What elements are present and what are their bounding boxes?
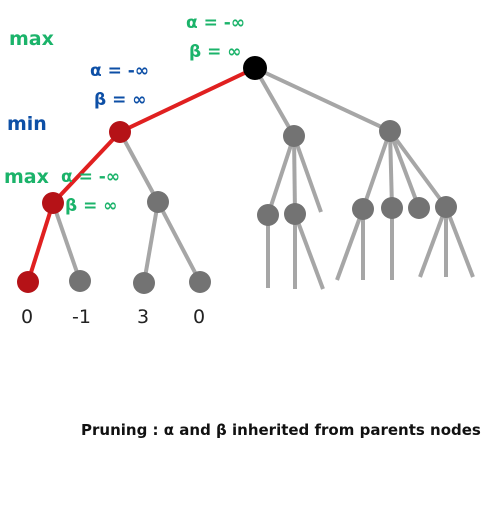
node-leaf3 xyxy=(133,272,155,294)
level-label-max-top: max xyxy=(9,28,54,50)
gray-edges xyxy=(51,66,475,290)
edge-root-to-right xyxy=(254,66,391,133)
level-label-min: min xyxy=(7,113,47,135)
edge-mid-to-c1 xyxy=(266,135,296,216)
edge-max1-to-leaf1 xyxy=(26,202,55,283)
node-mid-c2 xyxy=(284,203,306,225)
caption: Pruning : α and β inherited from parents… xyxy=(81,421,481,439)
edge-root-to-min xyxy=(119,66,256,134)
red-nodes xyxy=(17,121,131,293)
edge-r1-stub-a xyxy=(335,208,365,281)
min-beta-label: β = ∞ xyxy=(94,90,147,110)
min-alpha-label: α = -∞ xyxy=(90,61,149,81)
root-beta-label: β = ∞ xyxy=(189,42,242,62)
min-alpha-beta: α = -∞ β = ∞ xyxy=(90,57,149,115)
edge-min-to-max1 xyxy=(51,130,122,205)
node-right xyxy=(379,120,401,142)
edge-mid-stub xyxy=(292,135,323,213)
edge-max1-to-leaf2 xyxy=(51,202,82,282)
edge-root-to-mid xyxy=(253,67,296,137)
red-path xyxy=(26,66,256,283)
max-alpha-beta: α = -∞ β = ∞ xyxy=(61,163,120,221)
max-alpha-label: α = -∞ xyxy=(61,167,120,187)
edge-right-to-r3 xyxy=(388,130,421,209)
edge-right-to-r4 xyxy=(388,129,448,209)
node-mid xyxy=(283,125,305,147)
node-right-c3 xyxy=(408,197,430,219)
node-leaf1 xyxy=(17,271,39,293)
edge-right-to-r2 xyxy=(388,130,394,209)
edge-r4-stub-a xyxy=(418,206,448,278)
node-leaf4 xyxy=(189,271,211,293)
edge-min-to-max2 xyxy=(118,131,160,203)
edge-max2-to-leaf4 xyxy=(156,201,202,283)
gray-nodes xyxy=(69,120,457,294)
edge-mid-to-c2 xyxy=(292,135,297,215)
node-min xyxy=(109,121,131,143)
node-right-c1 xyxy=(352,198,374,220)
level-label-max-low: max xyxy=(4,166,49,188)
node-max1 xyxy=(42,192,64,214)
node-max2 xyxy=(147,191,169,213)
leaf-value-2: -1 xyxy=(72,306,91,328)
root-alpha-beta: α = -∞ β = ∞ xyxy=(186,9,245,67)
node-right-c2 xyxy=(381,197,403,219)
edge-right-to-r1 xyxy=(361,130,392,210)
leaf-value-1: 0 xyxy=(21,306,34,328)
max-beta-label: β = ∞ xyxy=(65,196,118,216)
edge-c2-stub-b xyxy=(293,213,325,290)
edge-r4-stub-c xyxy=(444,206,475,278)
edge-max2-to-leaf3 xyxy=(142,201,160,284)
leaf-value-4: 0 xyxy=(193,306,206,328)
leaf-value-3: 3 xyxy=(137,306,150,328)
node-root xyxy=(243,56,267,80)
root-alpha-label: α = -∞ xyxy=(186,13,245,33)
node-mid-c1 xyxy=(257,204,279,226)
node-right-c4 xyxy=(435,196,457,218)
node-leaf2 xyxy=(69,270,91,292)
